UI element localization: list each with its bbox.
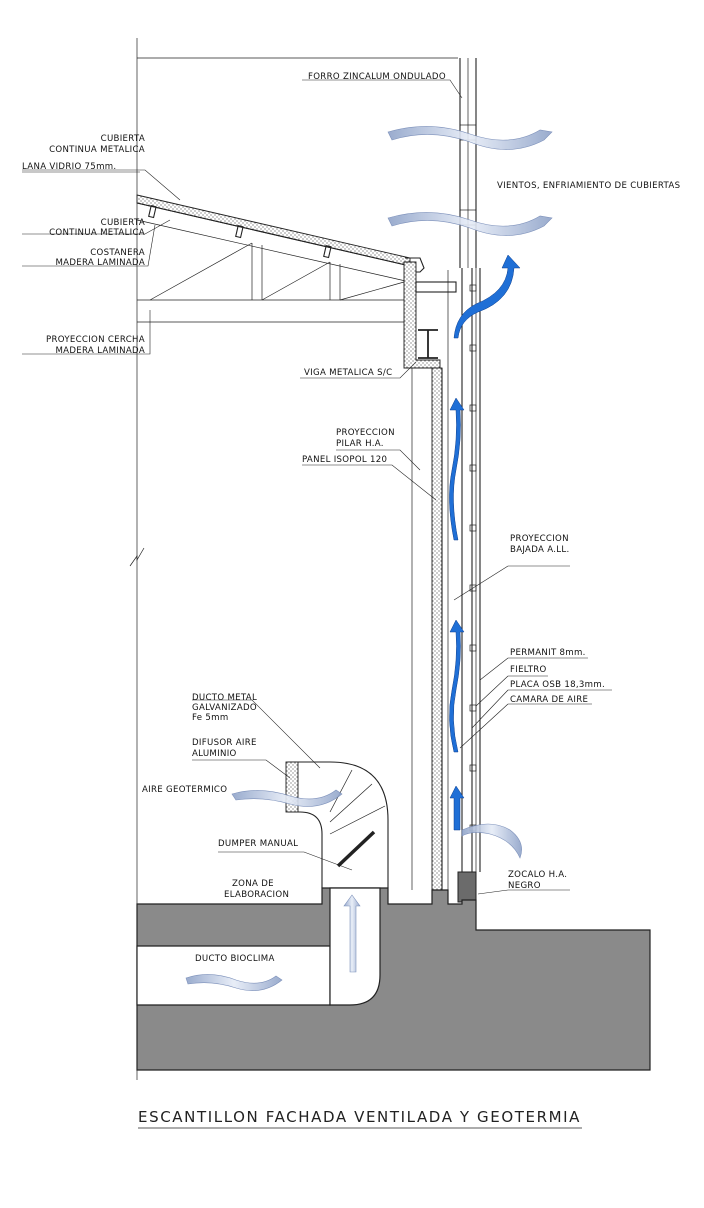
label-pilar-b: PILAR H.A. [336,439,384,449]
label-fieltro: FIELTRO [510,665,547,675]
steel-beam [403,261,457,369]
label-camara: CAMARA DE AIRE [510,695,588,705]
wind-arrow-1 [387,126,553,150]
annotation-labels: FORRO ZINCALUM ONDULADO VIENTOS, ENFRIAM… [22,72,680,964]
ground-mass [136,887,651,1071]
label-pilar-a: PROYECCION [336,428,395,438]
roof-assembly [136,194,425,323]
ventilated-facade [457,58,481,903]
label-cubierta-2a: CUBIERTA [101,218,145,228]
wind-arrow-3 [231,789,343,807]
metal-duct [285,761,389,888]
leader-lines [22,79,612,895]
airflow-arrow-2 [449,397,465,541]
label-viga: VIGA METALICA S/C [304,368,392,378]
label-lana-vidrio: LANA VIDRIO 75mm. [22,162,116,172]
label-bajada-b: BAJADA A.LL. [510,545,569,555]
label-difusor-b: ALUMINIO [192,749,237,759]
label-ducto-metal-a: DUCTO METAL [192,693,257,703]
wall-assembly [411,270,449,899]
drawing-title: ESCANTILLON FACHADA VENTILADA Y GEOTERMI… [138,1108,581,1126]
label-ducto-metal-c: Fe 5mm [192,713,229,723]
label-zocalo-a: ZOCALO H.A. [508,870,567,880]
label-zona-a: ZONA DE [232,879,274,889]
drawing-title-block: ESCANTILLON FACHADA VENTILADA Y GEOTERMI… [138,1108,582,1129]
label-costanera-b: MADERA LAMINADA [55,258,145,268]
label-aire-geotermico: AIRE GEOTERMICO [142,785,227,795]
label-bajada-a: PROYECCION [510,534,569,544]
label-isopol: PANEL ISOPOL 120 [302,455,387,465]
label-cercha-b: MADERA LAMINADA [55,346,145,356]
label-costanera-a: COSTANERA [90,248,145,258]
wind-arrow-6 [461,823,522,859]
label-cercha-a: PROYECCION CERCHA [46,335,145,345]
label-ducto-metal-b: GALVANIZADO [192,703,257,713]
label-dumper: DUMPER MANUAL [218,839,298,849]
label-permanit: PERMANIT 8mm. [510,648,586,658]
wind-arrow-2 [387,212,553,236]
label-zocalo-b: NEGRO [508,881,541,891]
airflow-arrow-4 [449,785,465,831]
label-zona-b: ELABORACION [224,890,289,900]
label-vientos: VIENTOS, ENFRIAMIENTO DE CUBIERTAS [497,181,680,191]
label-forro: FORRO ZINCALUM ONDULADO [308,72,446,82]
label-cubierta-2b: CONTINUA METALICA [49,228,145,238]
label-osb: PLACA OSB 18,3mm. [510,680,605,690]
airflow-arrow-1 [453,254,521,339]
label-difusor-a: DIFUSOR AIRE [192,738,257,748]
label-ducto-bioclima: DUCTO BIOCLIMA [195,954,275,964]
wind-arrows [185,126,553,991]
wind-arrow-4 [185,974,283,991]
label-cubierta-1a: CUBIERTA [101,134,145,144]
airflow-arrows [449,254,521,831]
wind-arrow-5 [343,894,361,973]
airflow-arrow-3 [449,619,465,753]
label-cubierta-1b: CONTINUA METALICA [49,145,145,155]
